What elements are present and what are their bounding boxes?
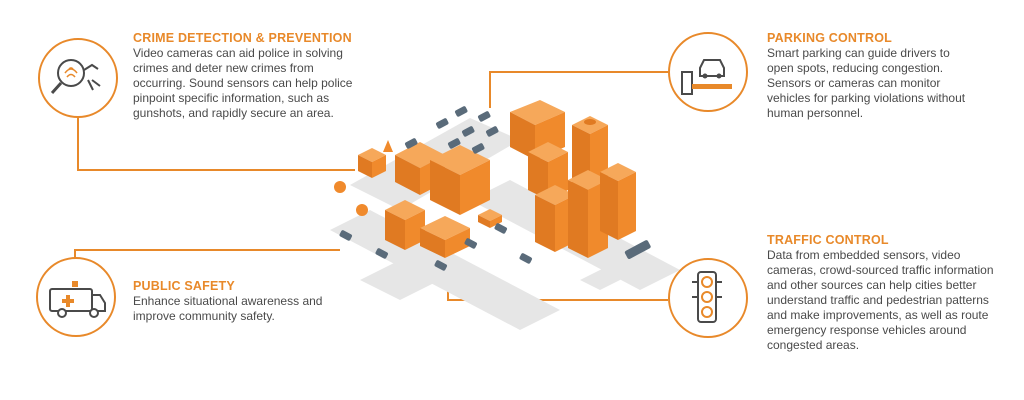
crime-title: CRIME DETECTION & PREVENTION — [133, 31, 352, 45]
car — [339, 230, 353, 241]
safety-connector — [74, 249, 340, 258]
crime-icon-circle — [38, 38, 118, 118]
building-left — [528, 152, 548, 200]
parking-title: PARKING CONTROL — [767, 31, 892, 45]
building-right — [490, 215, 502, 228]
building-right — [460, 160, 490, 215]
car — [434, 260, 448, 271]
building-left — [478, 215, 490, 228]
ambulance-icon — [49, 281, 106, 318]
building-left — [510, 112, 535, 160]
building-left — [358, 155, 372, 178]
tower-roof — [584, 119, 596, 125]
tree — [356, 204, 368, 216]
traffic-body: Data from embedded sensors, video camera… — [767, 248, 994, 352]
crime-body: Video cameras can aid police in solving … — [133, 46, 353, 120]
car — [447, 138, 461, 149]
car — [485, 126, 499, 137]
parking-body: Smart parking can guide drivers to open … — [767, 46, 966, 120]
traffic-light-icon — [692, 271, 722, 323]
tree — [383, 140, 393, 152]
road-segment — [580, 250, 660, 290]
safety-icon-circle — [36, 257, 116, 337]
car — [519, 253, 533, 264]
building-left — [420, 228, 445, 258]
crime-section: CRIME DETECTION & PREVENTION Video camer… — [133, 31, 368, 121]
traffic-icon-circle — [668, 258, 748, 338]
building-left — [600, 172, 618, 240]
trees — [334, 140, 393, 216]
parking-section: PARKING CONTROL Smart parking can guide … — [767, 31, 972, 121]
car — [464, 238, 478, 249]
road-segment — [360, 260, 440, 300]
car — [375, 248, 389, 259]
car — [435, 118, 449, 129]
parking-connector — [489, 71, 668, 108]
building-left — [430, 160, 460, 215]
car-parking-gate-icon — [681, 59, 732, 95]
truck — [624, 240, 651, 259]
building-left — [535, 195, 555, 252]
building-right — [445, 228, 470, 258]
fingerprint-magnifier-icon — [50, 59, 101, 95]
safety-title: PUBLIC SAFETY — [133, 279, 235, 293]
car — [404, 138, 418, 149]
car — [494, 223, 508, 234]
traffic-section: TRAFFIC CONTROL Data from embedded senso… — [767, 233, 997, 353]
car — [471, 143, 485, 154]
safety-section: PUBLIC SAFETY Enhance situational awaren… — [133, 279, 363, 324]
cars — [339, 106, 651, 271]
building-left — [395, 155, 420, 195]
parking-icon-circle — [668, 32, 748, 112]
safety-body: Enhance situational awareness and improv… — [133, 294, 323, 323]
building-left — [568, 180, 588, 258]
car — [461, 126, 475, 137]
building-left — [385, 210, 405, 250]
building-top — [510, 100, 565, 125]
traffic-title: TRAFFIC CONTROL — [767, 233, 889, 247]
car — [477, 111, 491, 122]
buildings — [358, 100, 636, 258]
building-right — [618, 172, 636, 240]
crime-connector — [77, 118, 355, 171]
tree — [334, 181, 346, 193]
car — [454, 106, 468, 117]
building-right — [372, 155, 386, 178]
